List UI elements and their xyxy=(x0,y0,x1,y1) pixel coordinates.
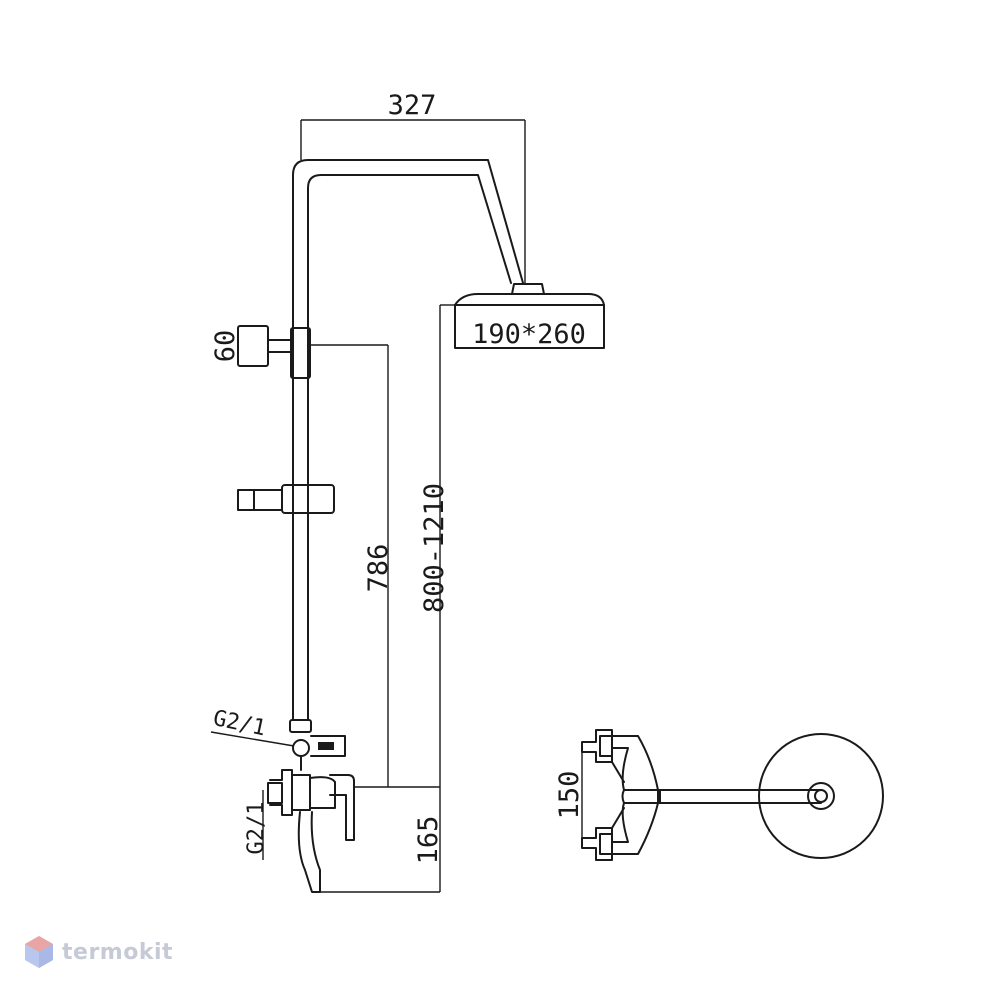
width-label: 327 xyxy=(388,90,437,121)
overhead-pipe xyxy=(292,159,524,721)
rail-height-dimension xyxy=(310,344,389,787)
shower-head xyxy=(454,283,605,349)
spout-height-label: 165 xyxy=(413,816,444,865)
plan-view xyxy=(581,729,884,861)
width-dimension-lines xyxy=(300,119,526,285)
slider-holder xyxy=(237,484,335,514)
brand-hexagon-icon xyxy=(25,936,53,968)
rail-height-label: 786 xyxy=(363,544,394,593)
bracket-label: 60 xyxy=(210,330,241,363)
inlet-side-label: G2/1 xyxy=(244,802,269,855)
mixer-body xyxy=(267,755,355,841)
head-size-label: 190*260 xyxy=(472,319,586,350)
spout-height-dimension xyxy=(320,786,440,893)
bath-spout xyxy=(297,811,321,893)
height-range-label: 800-1210 xyxy=(419,483,450,613)
inlet-top-label: G2/1 xyxy=(211,706,268,741)
brand-logo: termokit xyxy=(24,935,173,969)
height-range-dimension xyxy=(439,304,455,892)
diverter-valve xyxy=(210,719,346,757)
brand-name: termokit xyxy=(62,939,174,965)
upper-wall-bracket xyxy=(237,325,311,379)
centers-label: 150 xyxy=(554,771,585,820)
